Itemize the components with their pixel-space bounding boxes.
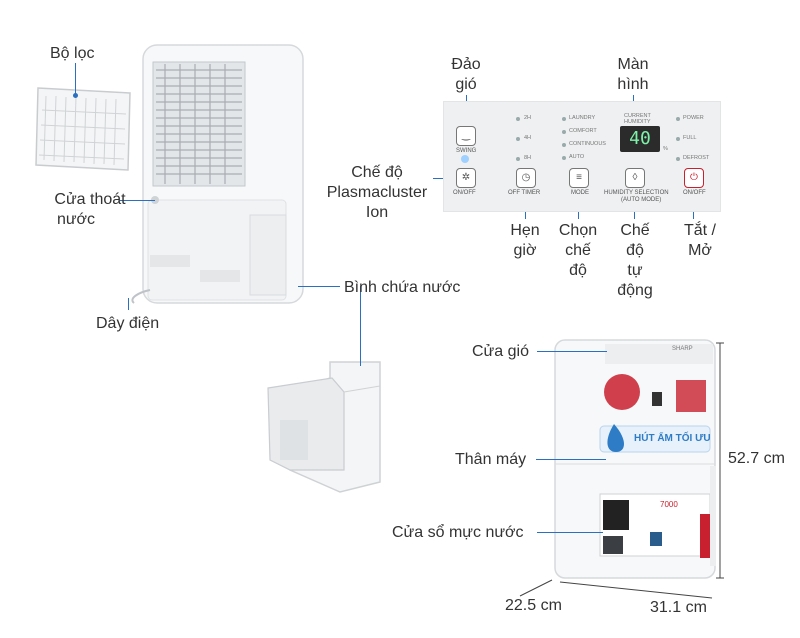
brand-label: SHARP xyxy=(672,346,693,352)
humidity-selection-label-2: (AUTO MODE) xyxy=(621,197,662,203)
label-plasma-1: Chế độ xyxy=(351,164,403,181)
led-power xyxy=(676,117,680,121)
control-panel: ‿ SWING ✲ ON/OFF 2H 4H 8H LAUNDRY COMFOR… xyxy=(443,101,721,212)
label-filter: Bộ lọc xyxy=(50,45,95,62)
humidity-selection-button[interactable]: ◊ xyxy=(625,168,645,188)
label-drain-2: nước xyxy=(56,211,96,228)
label-swing-1: Đảo xyxy=(451,56,481,73)
label-auto-3: tự xyxy=(627,262,643,279)
humidity-unit: % xyxy=(663,146,668,152)
humidity-display: 40 xyxy=(620,126,660,152)
led-2h xyxy=(516,117,520,121)
mode-button-label: MODE xyxy=(571,190,589,196)
swing-indicator xyxy=(461,155,469,163)
leader-tank-drop xyxy=(360,286,361,366)
led-defrost xyxy=(676,157,680,161)
label-mode-2: chế xyxy=(565,242,591,259)
mode-comfort: COMFORT xyxy=(569,128,597,134)
off-timer-button[interactable]: ◷ xyxy=(516,168,536,188)
leader-filter xyxy=(75,63,76,95)
label-depth: 22.5 cm xyxy=(505,597,562,614)
led-full xyxy=(676,137,680,141)
water-tank-image xyxy=(267,361,381,493)
swing-button-label: SWING xyxy=(456,148,477,154)
label-swing-2: gió xyxy=(455,76,477,93)
label-auto-2: độ xyxy=(626,242,644,259)
badge-text: HÚT ẨM TỐI ƯU xyxy=(634,433,711,444)
led-8h xyxy=(516,157,520,161)
label-onoff-2: Mở xyxy=(688,242,712,259)
label-auto-4: động xyxy=(617,282,653,299)
leader-body xyxy=(536,459,606,460)
current-humidity-label-1: CURRENT xyxy=(624,113,651,119)
off-timer-label: OFF TIMER xyxy=(508,190,541,196)
label-water-tank: Bình chứa nước xyxy=(344,279,461,296)
status-defrost: DEFROST xyxy=(683,155,710,161)
status-full: FULL xyxy=(683,135,697,141)
timer-option-8h: 8H xyxy=(524,155,532,161)
led-4h xyxy=(516,137,520,141)
leader-tank xyxy=(298,286,340,287)
front-view-image xyxy=(554,339,716,579)
label-plasma-3: Ion xyxy=(365,204,389,221)
leader-water-window xyxy=(537,532,603,533)
leader-dot xyxy=(73,93,78,98)
dimension-lines xyxy=(519,342,724,599)
sticker-number: 7000 xyxy=(660,500,678,509)
timer-option-4h: 4H xyxy=(524,135,532,141)
rear-view-image xyxy=(131,44,304,304)
mode-continuous: CONTINUOUS xyxy=(569,141,606,147)
power-button[interactable]: ⏻ xyxy=(684,168,704,188)
led-auto xyxy=(562,156,566,160)
label-body: Thân máy xyxy=(455,451,527,468)
timer-option-2h: 2H xyxy=(524,115,532,121)
leader-cord xyxy=(128,298,129,310)
label-timer-2: giờ xyxy=(513,242,537,259)
status-power: POWER xyxy=(683,115,704,121)
led-comfort xyxy=(562,130,566,134)
label-plasma-2: Plasmacluster xyxy=(326,184,428,201)
filter-image xyxy=(35,87,131,171)
mode-laundry: LAUNDRY xyxy=(569,115,596,121)
leader-drain xyxy=(120,200,155,201)
mode-auto: AUTO xyxy=(569,154,585,160)
label-onoff-1: Tắt / xyxy=(683,222,716,239)
humidity-selection-label-1: HUMIDITY SELECTION xyxy=(604,190,669,196)
label-screen-1: Màn xyxy=(617,56,649,73)
plasmacluster-button-label: ON/OFF xyxy=(453,190,476,196)
label-auto-1: Chế xyxy=(620,222,650,239)
mode-button[interactable]: ≡ xyxy=(569,168,589,188)
led-continuous xyxy=(562,143,566,147)
label-mode-3: độ xyxy=(569,262,587,279)
label-width: 31.1 cm xyxy=(650,599,707,616)
power-button-label: ON/OFF xyxy=(683,190,706,196)
label-drain-1: Cửa thoát xyxy=(54,191,126,208)
label-power-cord: Dây điện xyxy=(96,315,160,332)
label-timer-1: Hẹn xyxy=(510,222,540,239)
label-water-window: Cửa sổ mực nước xyxy=(392,524,524,541)
leader-air-vent xyxy=(537,351,607,352)
current-humidity-label-2: HUMIDITY xyxy=(624,119,651,125)
plasmacluster-button[interactable]: ✲ xyxy=(456,168,476,188)
led-laundry xyxy=(562,117,566,121)
label-height: 52.7 cm xyxy=(728,450,785,467)
label-screen-2: hình xyxy=(617,76,649,93)
label-mode-1: Chọn xyxy=(558,222,598,239)
label-air-vent: Cửa gió xyxy=(472,343,529,360)
swing-button[interactable]: ‿ xyxy=(456,126,476,146)
